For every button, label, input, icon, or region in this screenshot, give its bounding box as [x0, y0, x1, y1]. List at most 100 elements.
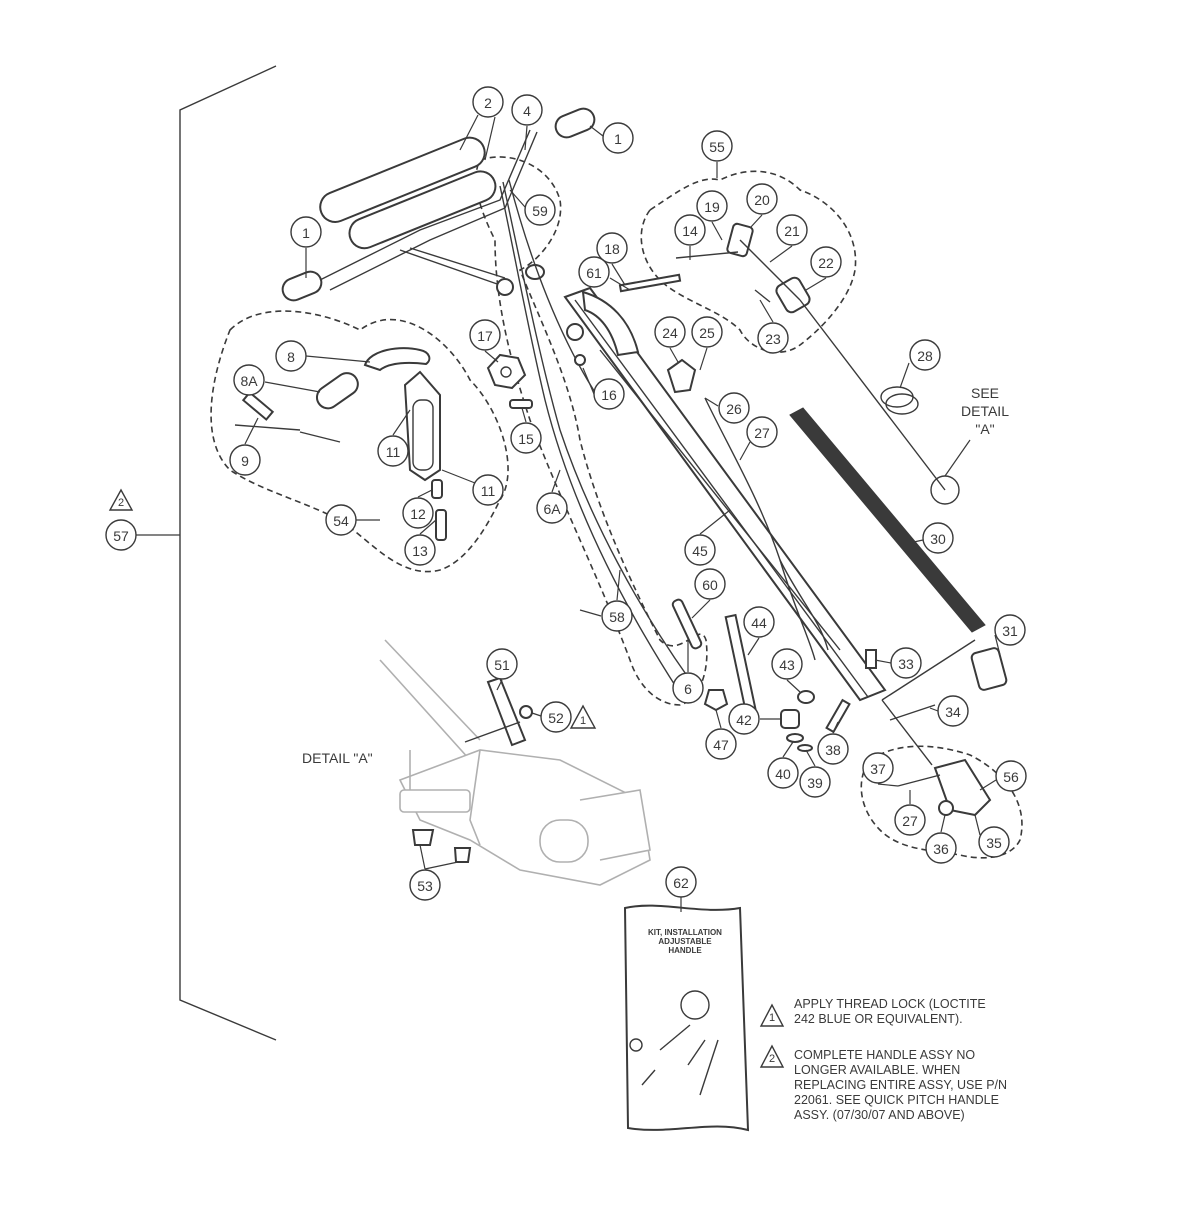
- handle-tube: [563, 286, 887, 702]
- callout-62: 62: [665, 866, 697, 898]
- note-2-line-2: LONGER AVAILABLE. WHEN: [794, 1063, 961, 1077]
- detail-a-label: DETAIL "A": [302, 750, 373, 766]
- callout-number: 8A: [240, 373, 258, 389]
- callout-number: 53: [417, 878, 433, 894]
- callout-circle: [540, 701, 572, 733]
- callout-circle: [404, 534, 436, 566]
- callout-circle: [746, 183, 778, 215]
- bag-label: KIT, INSTALLATION ADJUSTABLE HANDLE: [630, 928, 740, 955]
- callout-20: 20: [746, 183, 778, 215]
- callout-39: 39: [799, 766, 831, 798]
- callout-circle: [694, 568, 726, 600]
- callout-15: 15: [510, 422, 542, 454]
- callout-circle: [696, 190, 728, 222]
- nut-53b: [453, 847, 472, 863]
- callout-circle: [746, 416, 778, 448]
- lower-fasteners: [671, 598, 992, 817]
- callout-number: 59: [532, 203, 548, 219]
- callout-number: 58: [609, 609, 625, 625]
- callout-number: 6A: [543, 501, 561, 517]
- callout-number: 25: [699, 325, 715, 341]
- callout-circle: [862, 752, 894, 784]
- callout-53: 53: [409, 869, 441, 901]
- callout-number: 54: [333, 513, 349, 529]
- callout-circle: [771, 648, 803, 680]
- callout-4: 4: [511, 94, 543, 126]
- callout-22: 22: [810, 246, 842, 278]
- callout-circle: [743, 606, 775, 638]
- callout-number: 55: [709, 139, 725, 155]
- note-1-line-1: APPLY THREAD LOCK (LOCTITE: [794, 997, 986, 1011]
- callout-8a: 8A: [233, 364, 265, 396]
- callout-circle: [701, 130, 733, 162]
- callout-55: 55: [701, 130, 733, 162]
- callout-number: 28: [917, 348, 933, 364]
- callout-number: 11: [481, 483, 496, 499]
- bracket-51: [464, 676, 533, 747]
- callout-21: 21: [776, 214, 808, 246]
- callout-34: 34: [937, 695, 969, 727]
- callout-circle: [799, 766, 831, 798]
- callout-circle: [511, 94, 543, 126]
- callout-number: 9: [241, 453, 249, 469]
- callout-24: 24: [654, 316, 686, 348]
- callout-number: 23: [765, 331, 781, 347]
- callout-43: 43: [771, 648, 803, 680]
- assembly-bracket: [179, 65, 277, 1041]
- callout-number: 31: [1002, 623, 1018, 639]
- callout-number: 62: [673, 875, 689, 891]
- callout-number: 43: [779, 657, 795, 673]
- callout-59: 59: [524, 194, 556, 226]
- callout-circle: [909, 339, 941, 371]
- callout-12: 12: [402, 497, 434, 529]
- callout-number: 20: [754, 192, 770, 208]
- callout-number: 13: [412, 543, 428, 559]
- callout-11: 11: [472, 474, 504, 506]
- callout-circle: [486, 648, 518, 680]
- group-outline-55: [640, 170, 857, 354]
- flag-57-number: 2: [118, 497, 124, 509]
- callout-number: 19: [704, 199, 720, 215]
- callout-circle: [510, 422, 542, 454]
- bag-label-line-2: ADJUSTABLE: [658, 937, 712, 946]
- callout-circle: [922, 522, 954, 554]
- callout-circle: [718, 392, 750, 424]
- callout-number: 16: [601, 387, 617, 403]
- see-detail-line-1: SEE: [970, 385, 999, 401]
- callout-9: 9: [229, 444, 261, 476]
- callout-circle: [728, 703, 760, 735]
- callout-6a: 6A: [536, 492, 568, 524]
- callout-circle: [524, 194, 556, 226]
- callout-number: 27: [902, 813, 918, 829]
- callout-42: 42: [728, 703, 760, 735]
- parts-bag-62: [623, 897, 750, 1132]
- callout-27: 27: [746, 416, 778, 448]
- callout-number: 37: [870, 761, 886, 777]
- callout-40: 40: [767, 757, 799, 789]
- callout-number: 39: [807, 775, 823, 791]
- note-1-symbol: 1: [759, 1003, 785, 1027]
- callout-circle: [757, 322, 789, 354]
- callout-number: 33: [898, 656, 914, 672]
- note-1-line-2: 242 BLUE OR EQUIVALENT).: [794, 1012, 963, 1026]
- callout-38: 38: [817, 733, 849, 765]
- callout-number: 11: [386, 444, 401, 460]
- callout-number: 30: [930, 531, 946, 547]
- callout-circle: [894, 804, 926, 836]
- callout-circle: [325, 504, 357, 536]
- note-2-line-5: ASSY. (07/30/07 AND ABOVE): [794, 1108, 965, 1122]
- callout-number: 14: [682, 223, 698, 239]
- callout-number: 47: [713, 737, 729, 753]
- callout-circle: [767, 757, 799, 789]
- callout-1: 1: [290, 216, 322, 248]
- callout-number: 60: [702, 577, 718, 593]
- callout-number: 4: [523, 103, 531, 119]
- callout-circle: [105, 519, 137, 551]
- callout-circle: [994, 614, 1026, 646]
- callout-number: 44: [751, 615, 767, 631]
- callout-number: 61: [586, 265, 602, 281]
- callout-circle: [596, 232, 628, 264]
- callout-51: 51: [486, 648, 518, 680]
- callout-circle: [937, 695, 969, 727]
